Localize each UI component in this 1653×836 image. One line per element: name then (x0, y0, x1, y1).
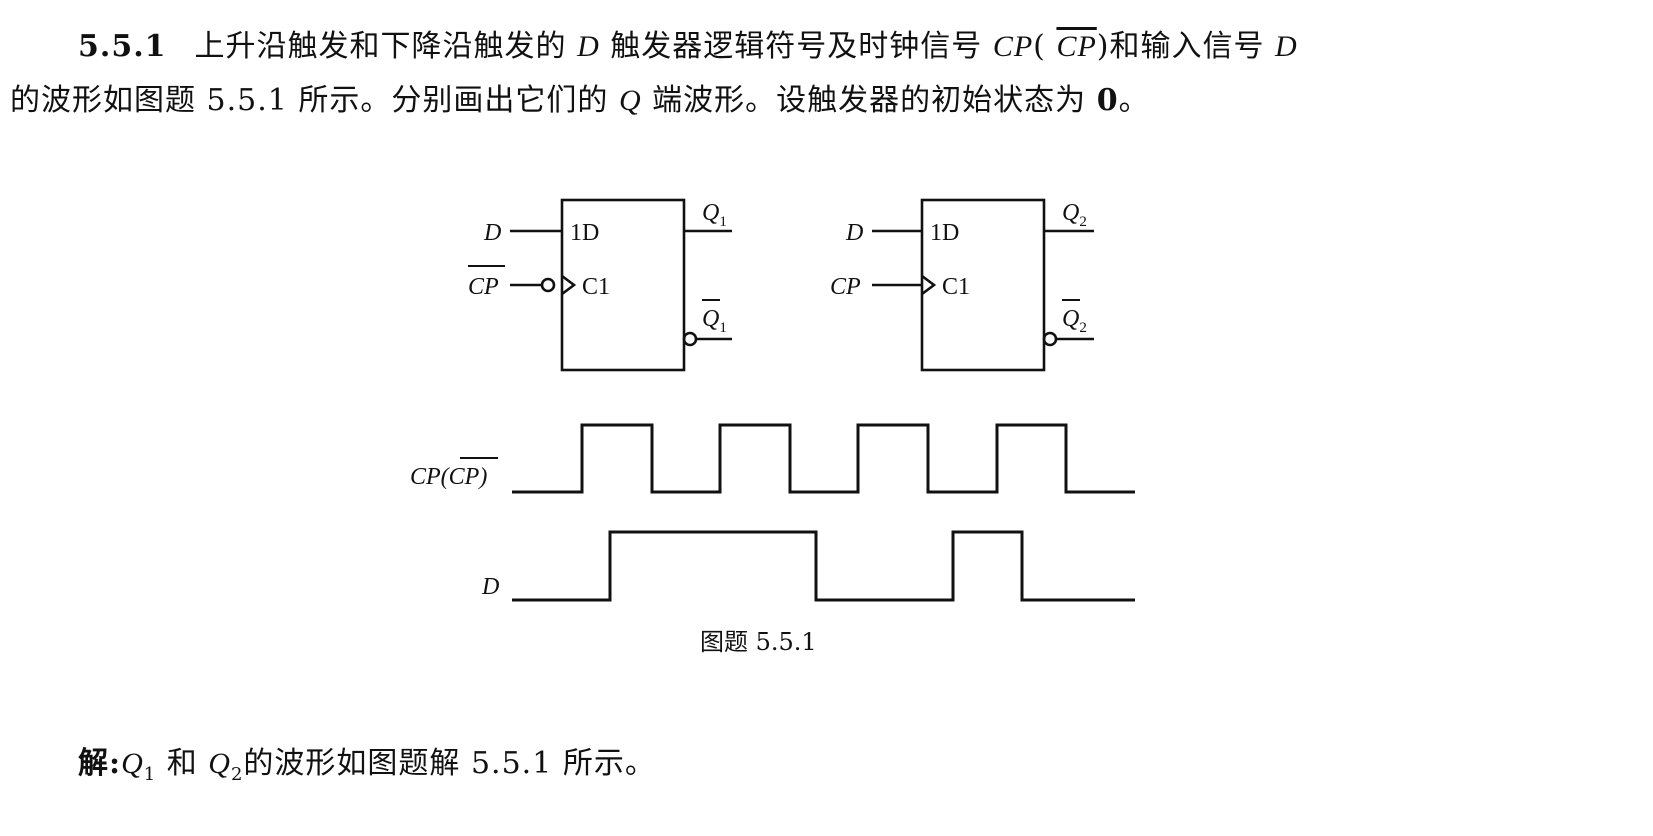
ff2-out-q: Q2 (1062, 200, 1087, 230)
problem-text-1b: 触发器逻辑符号及时钟信号 (610, 29, 983, 64)
solution-prefix: 解: (78, 746, 122, 781)
solution-rest: 的波形如图题解 5.5.1 所示。 (243, 746, 656, 781)
d-waveform (512, 530, 1135, 602)
ff2-out-qbar: Q2 (1062, 306, 1087, 336)
paren-open: ( (1033, 29, 1046, 64)
ff1-clk-triangle (561, 274, 577, 296)
ff1-input-d-label: D (483, 220, 501, 246)
period: 。 (1118, 83, 1150, 118)
problem-text-2b: 端波形。设触发器的初始状态为 (652, 83, 1087, 118)
wave-clock-label: CP(CP) (410, 464, 487, 490)
solution-line: 解:Q1 和 Q2的波形如图题解 5.5.1 所示。 (78, 738, 656, 785)
ff1-clk-inversion-bubble (540, 277, 556, 293)
clock-waveform (512, 423, 1135, 494)
solution-q2-sub: 2 (230, 764, 244, 785)
figure-diagram: D CP 1D C1 Q1 Q1 D CP 1D C1 Q2 Q2 CP(CP)… (410, 198, 1135, 602)
ff2-qbar-bubble (1042, 331, 1058, 347)
symbol-d: D (577, 30, 600, 63)
figure-caption: 图题 5.5.1 (700, 628, 817, 656)
paren-close: ) (1096, 29, 1110, 64)
ff1-out-qbar: Q1 (702, 306, 727, 336)
ff1-input-clk-label: CP (468, 274, 499, 300)
problem-text-2a: 的波形如图题 5.5.1 所示。分别画出它们的 (10, 83, 609, 118)
ff1-pin-c1: C1 (582, 274, 610, 300)
symbol-cp-bar: CP (1056, 30, 1097, 63)
problem-text-1c: 和输入信号 (1109, 29, 1265, 64)
wave-d-label: D (481, 574, 499, 600)
ff2-pin-1d: 1D (930, 220, 959, 246)
ff2-pin-c1: C1 (942, 274, 970, 300)
problem-number: 5.5.1 (78, 29, 167, 64)
ff1-box (560, 198, 686, 372)
ff2-input-clk-label: CP (830, 274, 861, 300)
ff2-clk-triangle (921, 274, 937, 296)
solution-q1-sub: 1 (143, 764, 157, 785)
symbol-q: Q (618, 84, 642, 117)
ff1-qbar-bubble (682, 331, 698, 347)
solution-q2: Q (208, 747, 231, 780)
symbol-d-2: D (1275, 30, 1298, 63)
solution-q1: Q (121, 747, 144, 780)
problem-text-1a: 上升沿触发和下降沿触发的 (194, 29, 567, 64)
solution-and: 和 (166, 746, 198, 781)
symbol-cp: CP (992, 30, 1034, 63)
initial-state-zero: 0 (1096, 83, 1119, 118)
problem-line-2: 的波形如图题 5.5.1 所示。分别画出它们的 Q 端波形。设触发器的初始状态为… (10, 74, 1640, 128)
ff1-pin-1d: 1D (570, 220, 599, 246)
ff1-out-q: Q1 (702, 200, 727, 230)
ff2-input-d-label: D (845, 220, 863, 246)
